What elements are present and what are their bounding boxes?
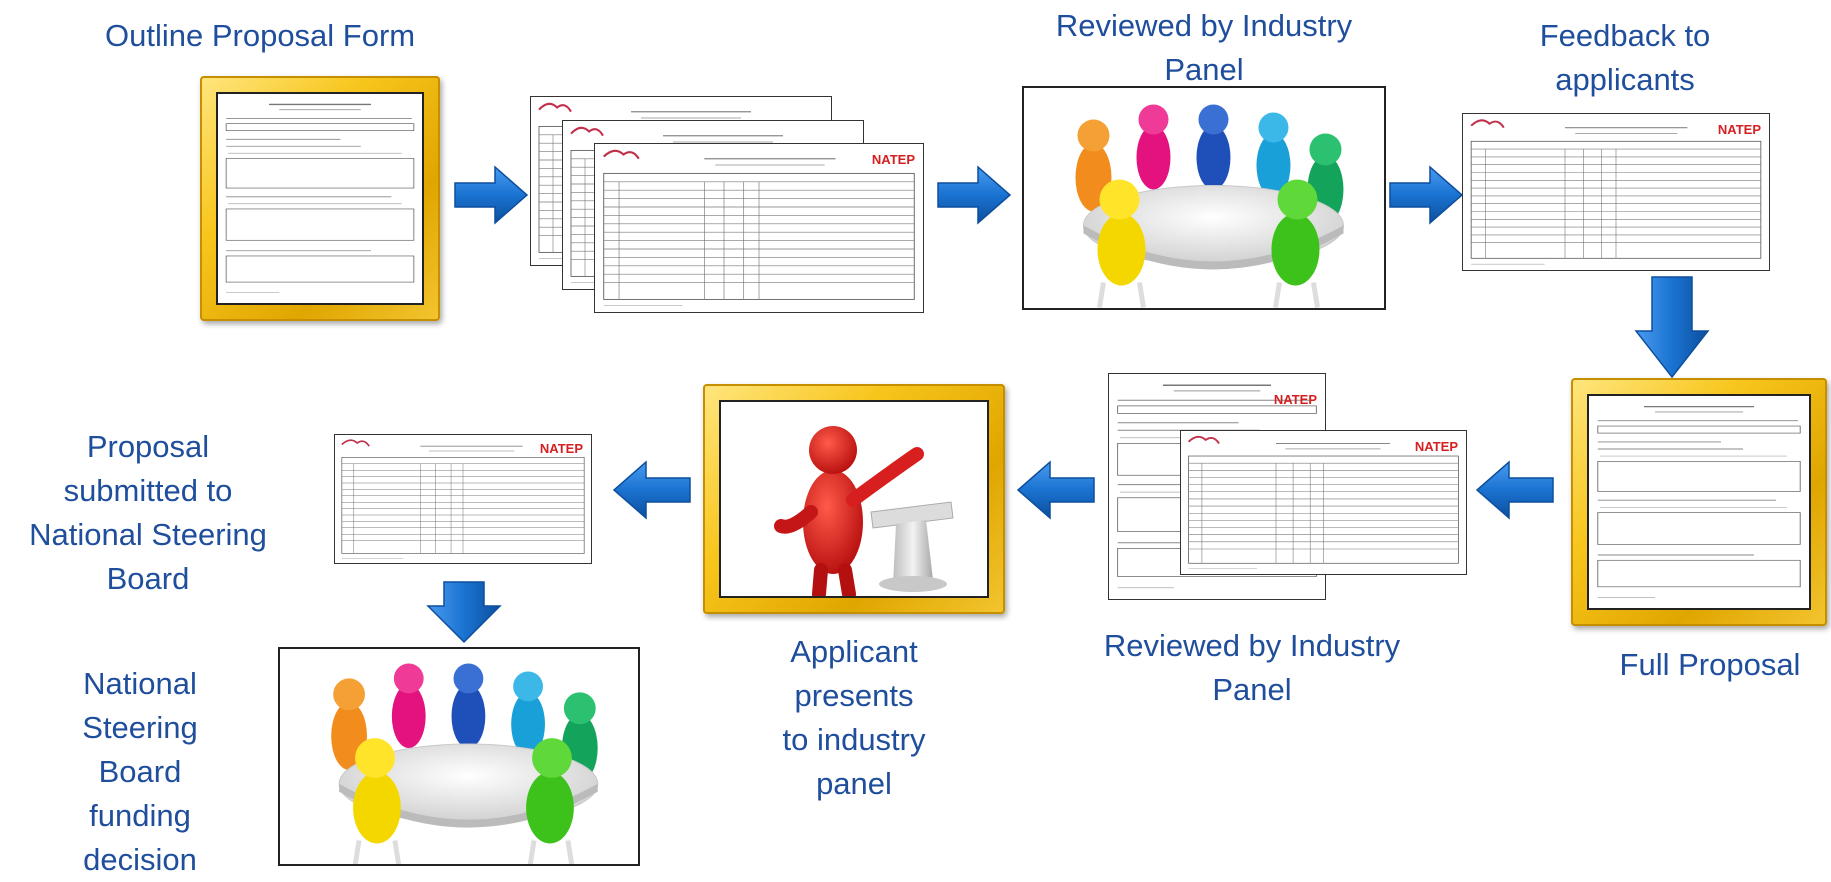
outline-proposal-document (200, 76, 440, 321)
arrow-icon (1475, 460, 1554, 520)
submitted-proposal-document: NATEP (334, 434, 592, 564)
steering-board-meeting-image (278, 647, 640, 866)
arrow-icon (426, 581, 502, 644)
label-line: submitted to (63, 473, 233, 508)
full-proposal-label: Full Proposal (1619, 647, 1801, 682)
label-line: applicants (1555, 62, 1695, 97)
label-line: Applicant (790, 634, 918, 669)
applicant-presents-image (703, 384, 1005, 614)
stacked-document-front: NATEP (594, 143, 924, 313)
reviewed-by-panel-top-label: Reviewed by Industry Panel (1024, 4, 1384, 92)
feedback-label: Feedback to applicants (1480, 14, 1770, 102)
document-thumbnail-icon (1587, 394, 1811, 610)
label-line: to industry (782, 722, 926, 757)
proposal-submitted-label: Proposal submitted to National Steering … (0, 425, 296, 601)
label-line: decision (83, 842, 197, 877)
arrow-icon (1016, 460, 1095, 520)
industry-panel-meeting-image (1022, 86, 1386, 310)
document-thumbnail-icon (216, 92, 424, 305)
arrow-icon (1389, 165, 1464, 225)
label-line: National Steering (29, 517, 267, 552)
label-line: Panel (1212, 672, 1292, 707)
reviewed-by-panel-bottom-label: Reviewed by Industry Panel (1072, 624, 1432, 712)
arrow-icon (937, 165, 1012, 225)
review-document-front: NATEP (1180, 430, 1467, 575)
label-line: presents (794, 678, 914, 713)
arrow-icon (1634, 276, 1710, 379)
label-line: Board (98, 754, 182, 789)
label-line: Board (106, 561, 190, 596)
natep-logo: NATEP (871, 152, 915, 167)
feedback-document: NATEP (1462, 113, 1770, 271)
funding-decision-label: National Steering Board funding decision (60, 662, 220, 882)
applicant-presents-label: Applicant presents to industry panel (754, 630, 954, 806)
presenter-podium-icon (719, 400, 989, 598)
label-line: panel (816, 766, 892, 801)
natep-logo: NATEP (539, 441, 583, 456)
natep-logo: NATEP (1273, 392, 1317, 407)
label-line: Reviewed by Industry (1055, 8, 1353, 43)
label-line: Steering (82, 710, 198, 745)
meeting-table-icon (280, 649, 638, 864)
label-line: Reviewed by Industry (1103, 628, 1401, 663)
label-line: Panel (1164, 52, 1244, 87)
arrow-icon (454, 165, 529, 225)
label-line: funding (89, 798, 191, 833)
natep-logo: NATEP (1717, 122, 1761, 137)
outline-proposal-label: Outline Proposal Form (105, 18, 416, 53)
full-proposal-document (1571, 378, 1827, 626)
label-line: Proposal (86, 429, 210, 464)
label-line: National (83, 666, 197, 701)
arrow-icon (612, 460, 691, 520)
meeting-table-icon (1024, 88, 1384, 308)
natep-logo: NATEP (1414, 439, 1458, 454)
label-line: Feedback to (1539, 18, 1711, 53)
